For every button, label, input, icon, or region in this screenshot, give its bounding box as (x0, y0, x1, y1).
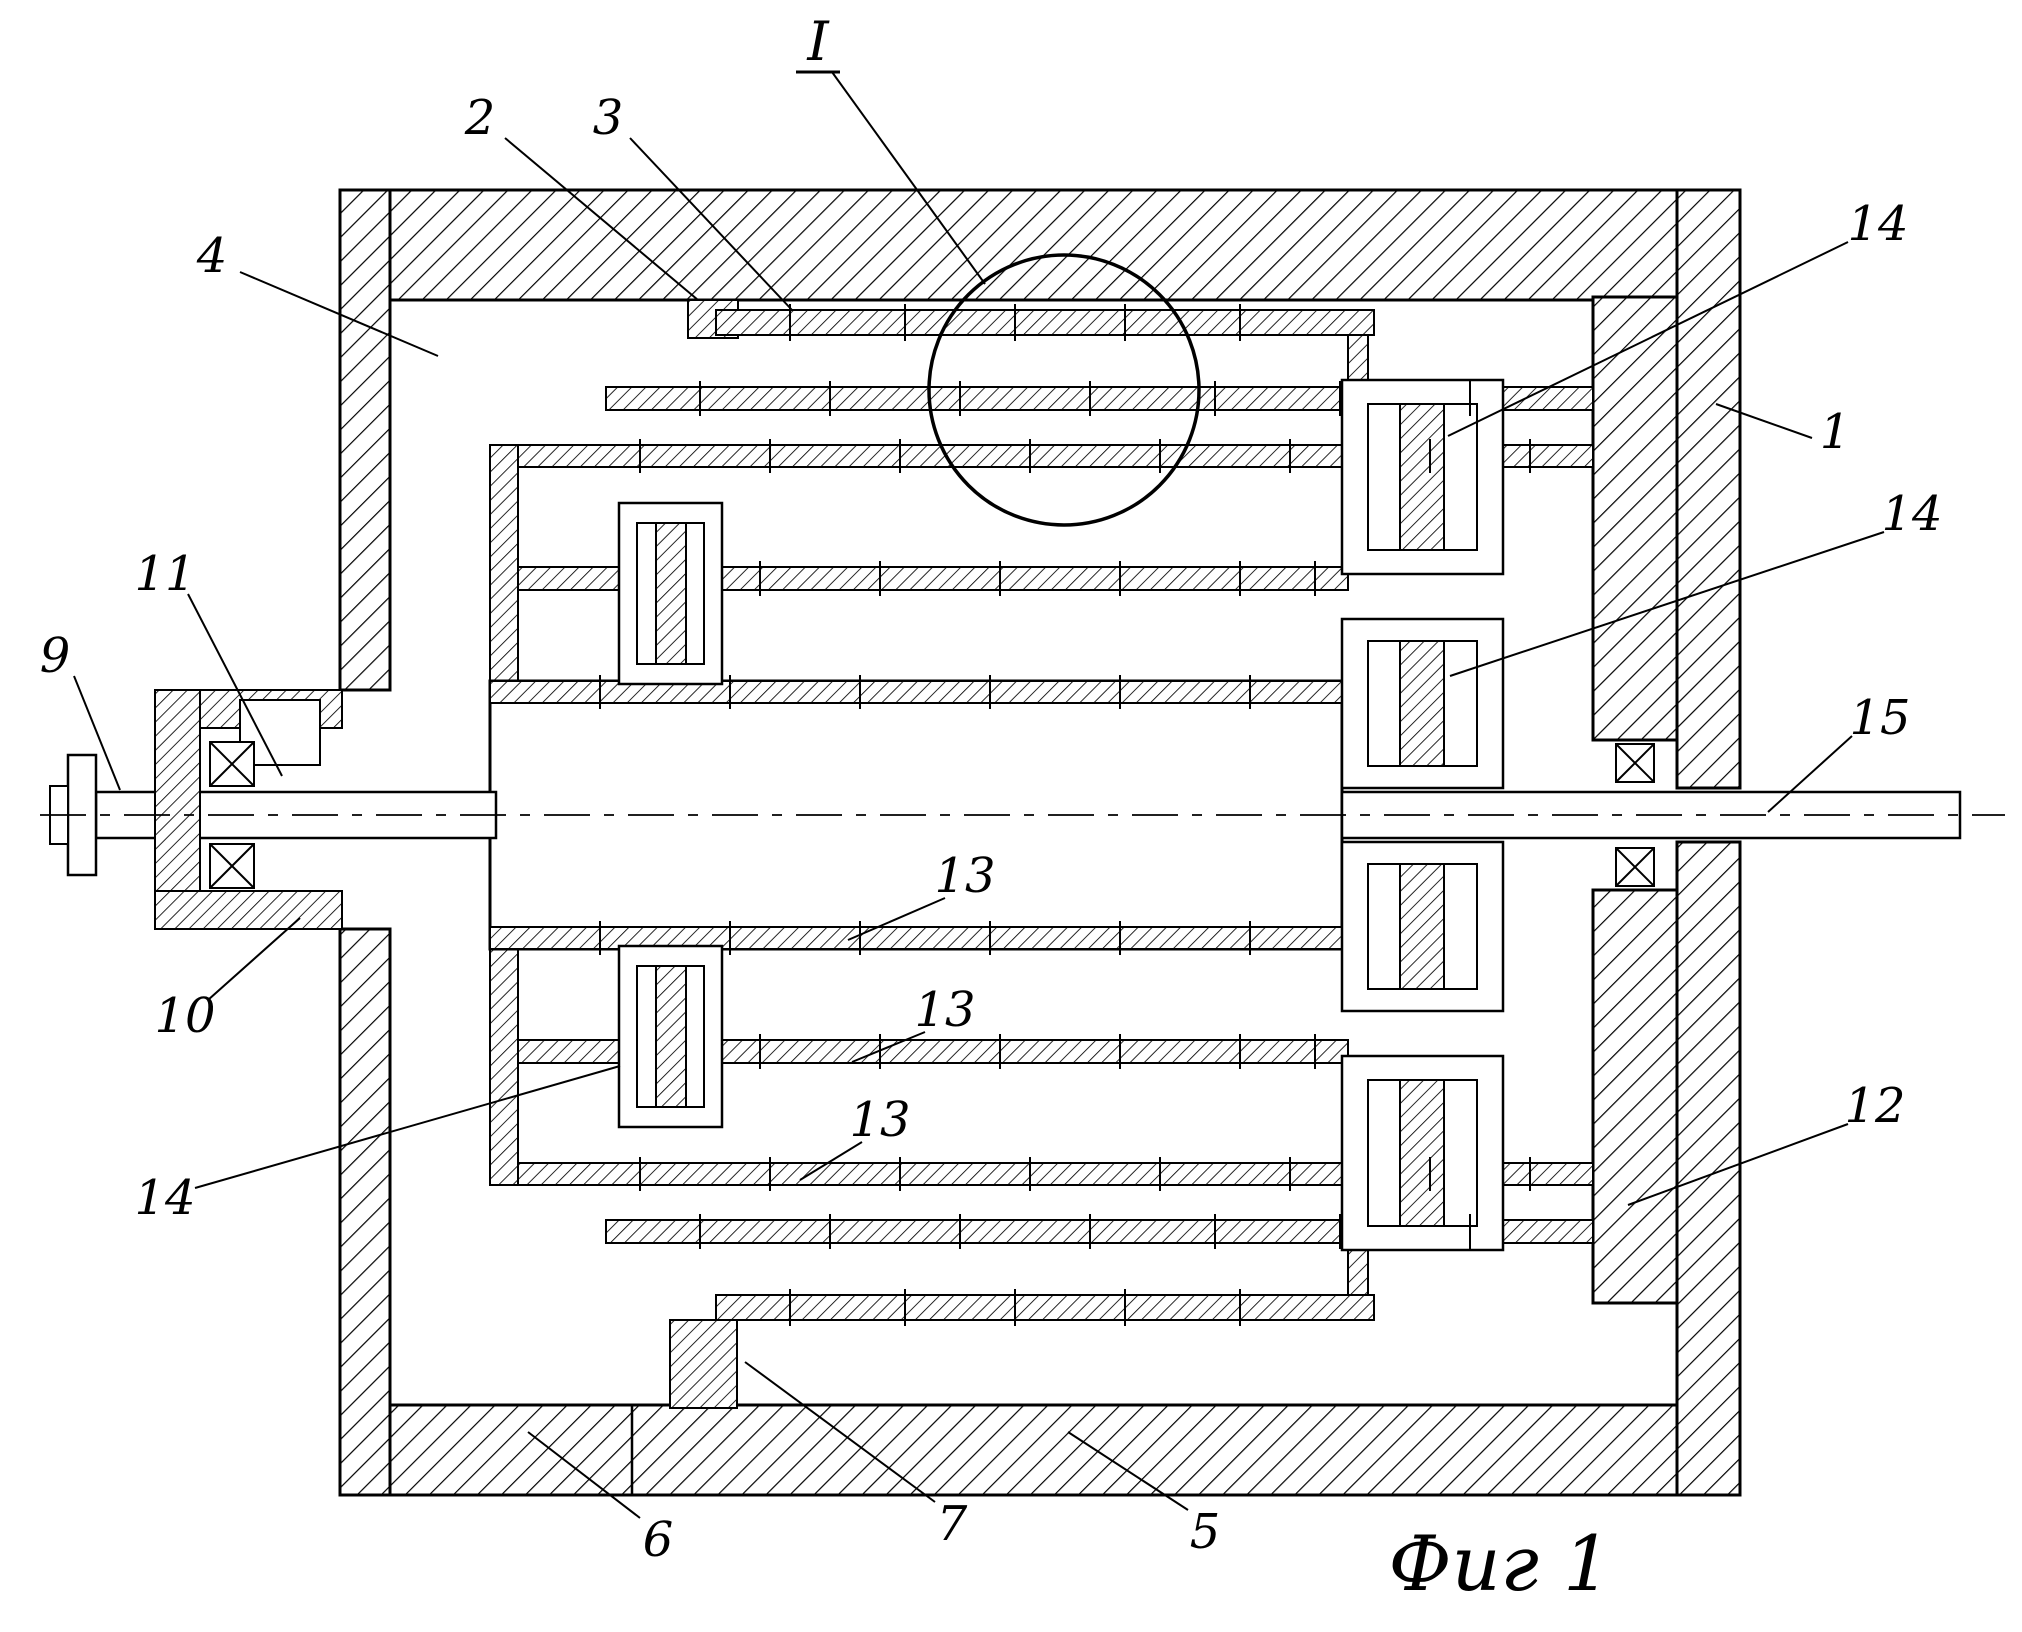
ref-numeral-4: 4 (196, 228, 228, 284)
leader-14a (1447, 241, 1849, 437)
leader-13a (847, 897, 946, 941)
leader-5 (1067, 1431, 1189, 1511)
leader-1 (1715, 403, 1813, 439)
bearing-right-upper (1615, 743, 1655, 783)
leader-2 (504, 137, 699, 301)
housing (338, 188, 1742, 1497)
housing-top-wall (388, 188, 1742, 302)
ref-numeral-6: 6 (643, 1512, 674, 1568)
bearing-left-upper (209, 741, 255, 787)
leader-detail-I (831, 71, 986, 285)
leader-13b (851, 1031, 926, 1063)
coil-right-lower-mid (1340, 840, 1505, 1013)
leader-10 (207, 917, 301, 1001)
housing-left-wall-lower (338, 927, 392, 1497)
ref-numeral-13a: 13 (934, 848, 995, 904)
stator-mount-block-bottom (669, 1319, 738, 1409)
ref-numeral-14a: 14 (1847, 196, 1908, 252)
detail-circle (927, 253, 1201, 527)
ref-numeral-7: 7 (937, 1496, 968, 1552)
right-end-cap-lower (1591, 888, 1679, 1305)
detail-marker-label: I (806, 10, 830, 73)
leader-7 (744, 1361, 936, 1503)
housing-left-wall-upper (338, 188, 392, 692)
coil-right-bottom (1340, 1054, 1505, 1252)
leader-12 (1627, 1123, 1849, 1206)
leader-3 (629, 137, 793, 311)
bearing-bracket-left (154, 689, 201, 930)
leader-lines (73, 71, 1885, 1519)
cup-band-4-top (721, 566, 1349, 591)
bearings-right (1615, 743, 1655, 887)
leader-9 (73, 675, 121, 791)
ref-numeral-13c: 13 (849, 1092, 910, 1148)
ref-labels: I 2 3 4 14 1 14 15 11 9 10 13 13 13 14 1… (40, 10, 1943, 1608)
right-end-cap-upper (1591, 295, 1679, 742)
bearing-right-lower (1615, 847, 1655, 887)
ref-numeral-11: 11 (134, 546, 195, 602)
leader-15 (1767, 735, 1853, 813)
ref-numeral-9: 9 (40, 628, 71, 684)
coil-left-bottom (617, 944, 724, 1129)
coil-left-top (617, 501, 724, 686)
ref-numeral-2: 2 (464, 90, 496, 146)
leader-11 (187, 593, 283, 777)
cup-band-4-bottom (721, 1039, 1349, 1064)
coil-assemblies (617, 378, 1505, 1252)
leader-14c (194, 1065, 621, 1189)
cup-band-4-top-left (517, 566, 620, 591)
leader-13c (799, 1141, 863, 1181)
coil-right-top (1340, 378, 1505, 576)
ref-numeral-1: 1 (1820, 404, 1851, 460)
housing-bottom-wall (388, 1403, 1742, 1497)
lamination-ticks-top (599, 304, 1531, 709)
ref-numeral-12: 12 (1844, 1078, 1905, 1134)
housing-right-wall-upper (1675, 188, 1742, 790)
leader-14b (1449, 531, 1885, 677)
figure-caption: Фиг 1 (1389, 1519, 1612, 1608)
leader-6 (527, 1431, 641, 1519)
cup1-right-connector-bottom (1347, 1249, 1369, 1296)
bearing-left-lower (209, 843, 255, 889)
bearing-assembly-left (154, 689, 343, 930)
leader-4 (239, 271, 439, 357)
cup-band-1-top (715, 309, 1375, 336)
cup-band-1-bottom (715, 1294, 1375, 1321)
housing-right-wall-lower (1675, 840, 1742, 1497)
ref-numeral-14b: 14 (1881, 486, 1942, 542)
coil-right-upper-mid (1340, 617, 1505, 790)
ref-numeral-14c: 14 (134, 1170, 195, 1226)
ref-numeral-13b: 13 (914, 982, 975, 1038)
cup-band-4-bottom-left (517, 1039, 620, 1064)
bearing-bracket-bottom (154, 890, 343, 930)
ref-numeral-3: 3 (593, 90, 624, 146)
ref-numeral-15: 15 (1849, 690, 1910, 746)
ref-numeral-10: 10 (154, 988, 215, 1044)
ref-numeral-5: 5 (1190, 1504, 1221, 1560)
cup1-right-connector-top (1347, 334, 1369, 381)
